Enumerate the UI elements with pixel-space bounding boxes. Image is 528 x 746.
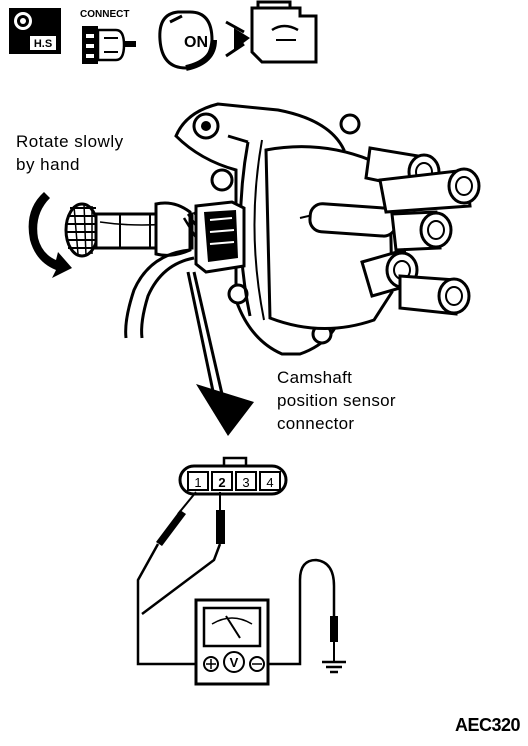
test-leads <box>136 543 336 666</box>
cap-tower-3 <box>390 210 453 252</box>
voltmeter-v-label: V <box>230 655 239 670</box>
drive-gear <box>64 202 100 258</box>
rotate-arrow-icon <box>28 192 72 278</box>
figure-code: AEC320 <box>454 715 521 735</box>
test-connector: 1 2 3 4 <box>178 456 288 496</box>
rotate-line-2: by hand <box>16 155 80 174</box>
rotate-line-1: Rotate slowly <box>16 132 124 151</box>
cap-tower-2 <box>378 167 481 214</box>
voltmeter: V <box>194 598 270 686</box>
connect-icon-label: CONNECT <box>80 9 129 20</box>
terminal-1-label: 1 <box>194 475 201 490</box>
ground-probe <box>330 616 338 662</box>
pointer-arrow-icon <box>186 271 254 436</box>
ground-icon <box>322 660 346 674</box>
rotate-instruction: Rotate slowly by hand <box>16 130 124 176</box>
ignition-on-icon: ON <box>158 10 217 71</box>
hs-icon: H.S <box>9 8 61 54</box>
sensor-callout: Camshaft position sensor connector <box>277 366 396 435</box>
probe-terminal-1 <box>156 491 197 546</box>
connect-icon: CONNECT <box>80 9 136 64</box>
sensor-line-2: position sensor <box>277 391 396 410</box>
terminal-3-label: 3 <box>242 475 249 490</box>
ignition-on-label: ON <box>184 34 208 51</box>
cap-tower-5 <box>398 274 471 316</box>
distributor-shaft <box>94 201 194 257</box>
sensor-connector-on-housing <box>194 200 246 274</box>
terminal-2-label: 2 <box>218 475 225 490</box>
engine-icon <box>225 0 318 64</box>
sensor-line-3: connector <box>277 414 355 433</box>
terminal-4-label: 4 <box>266 475 273 490</box>
sensor-line-1: Camshaft <box>277 368 353 387</box>
probe-terminal-2 <box>216 492 225 544</box>
distributor-cap <box>264 145 398 331</box>
hs-icon-label: H.S <box>34 38 52 50</box>
